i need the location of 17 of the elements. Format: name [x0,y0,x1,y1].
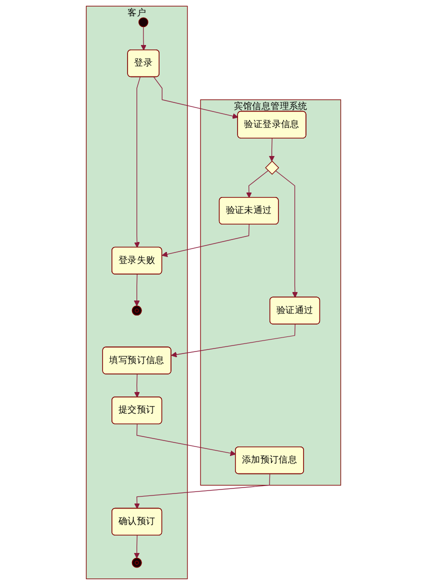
arrow [134,474,270,509]
arrow [161,224,249,258]
arrow [153,76,238,119]
arrow [268,138,274,162]
arrow [134,374,140,398]
arrow [134,76,140,248]
node-diamond [264,160,279,175]
arrow [136,424,236,456]
cluster [200,99,341,486]
cluster [85,6,188,580]
node-circle [138,17,148,28]
arrow [170,324,295,358]
arrow [274,170,298,298]
arrow [246,170,268,198]
arrow [133,274,140,306]
arrow [140,26,146,50]
arrow [133,535,140,558]
